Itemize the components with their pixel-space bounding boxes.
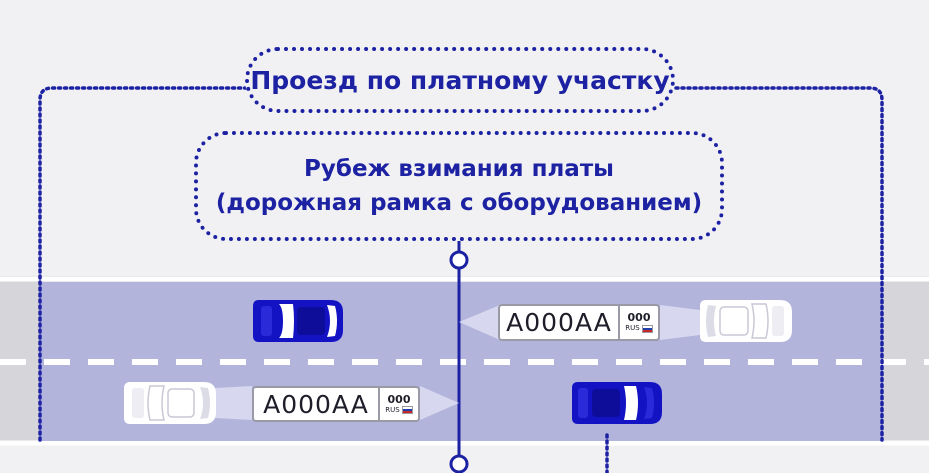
plate-number: A000AA xyxy=(506,308,612,337)
plate-country-text: RUS xyxy=(625,324,640,332)
plate-region-code: 000 xyxy=(387,392,411,406)
plate-region-code: 000 xyxy=(627,311,651,324)
car-blue-upper-icon xyxy=(253,300,343,342)
paid-section-text: Проезд по платному участку xyxy=(250,65,670,95)
car-white-upper-icon xyxy=(700,300,792,342)
license-plate-lower: A000AA 000 RUS xyxy=(252,386,420,422)
car-white-lower-icon xyxy=(124,382,216,424)
plate-country: RUS xyxy=(385,405,413,415)
plate-country-text: RUS xyxy=(385,405,400,414)
camera-beam-bottom xyxy=(420,386,459,420)
plate-number: A000AA xyxy=(263,389,369,419)
car-blue-lower-icon xyxy=(572,382,662,424)
paid-section-bracket xyxy=(38,86,884,442)
license-plate-upper: A000AA 000 RUS xyxy=(498,304,660,341)
paid-section-label: Проезд по платному участку xyxy=(245,47,675,113)
camera-beam-top-right xyxy=(660,305,700,340)
plate-country: RUS xyxy=(625,324,653,333)
plate-region: 000 RUS xyxy=(378,388,418,420)
camera-beam-top xyxy=(459,305,500,340)
camera-beam-bottom-left xyxy=(215,386,252,420)
russia-flag-icon xyxy=(641,324,653,333)
toll-frame-line-1: Рубеж взимания платы xyxy=(304,156,614,182)
toll-frame-line-2: (дорожная рамка с оборудованием) xyxy=(215,190,703,216)
gantry-node-bottom xyxy=(449,454,469,473)
toll-frame-label: Рубеж взимания платы (дорожная рамка с о… xyxy=(194,131,724,241)
russia-flag-icon xyxy=(401,406,413,414)
gantry-node-top xyxy=(449,250,469,270)
plate-region: 000 RUS xyxy=(618,306,658,339)
